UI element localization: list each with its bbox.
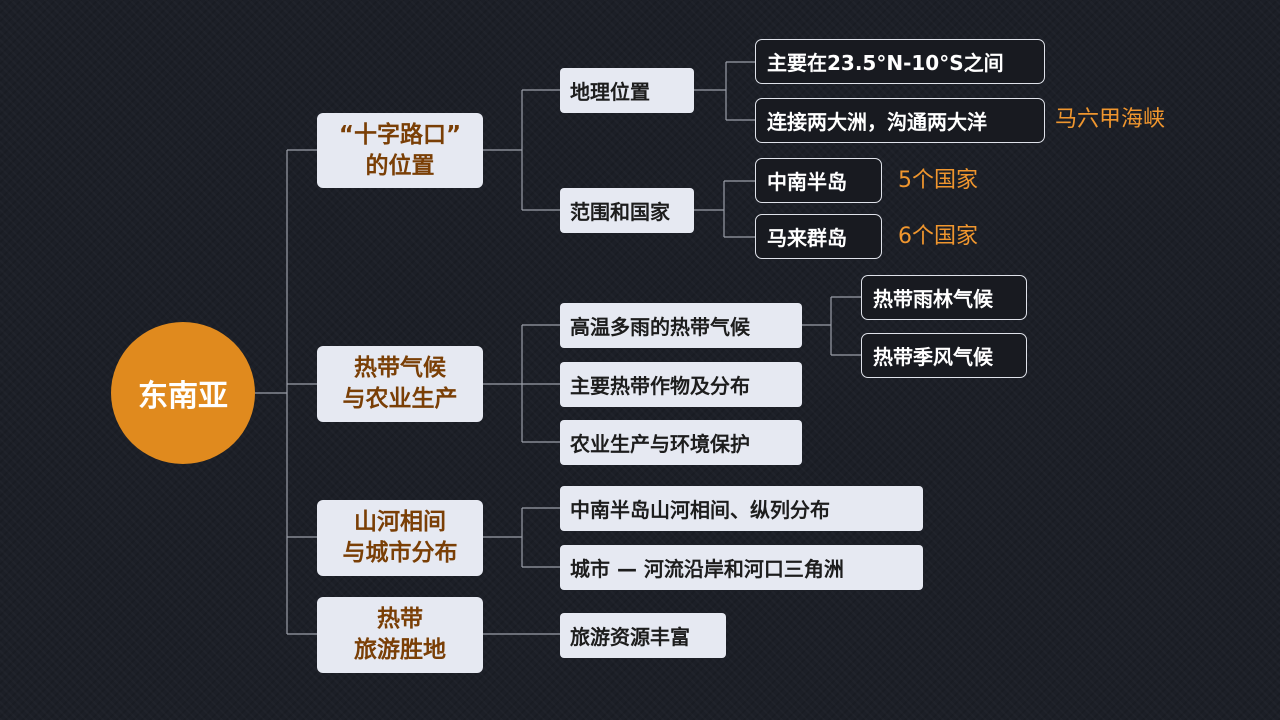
node-geographic-location: 地理位置: [560, 68, 694, 113]
node-city-distribution: 城市 — 河流沿岸和河口三角洲: [560, 545, 923, 590]
branch-title-line1: 山河相间: [354, 509, 446, 535]
branch-climate-agriculture: 热带气候 与农业生产: [317, 346, 483, 422]
note-malacca-strait: 马六甲海峡: [1055, 107, 1166, 132]
branch-crossroads-position: “十字路口” 的位置: [317, 113, 483, 188]
note-indochina-countries: 5个国家: [898, 168, 978, 193]
node-indochina-peninsula: 中南半岛: [755, 158, 882, 203]
node-agriculture-environment: 农业生产与环境保护: [560, 420, 802, 465]
branch-title-line2: 与城市分布: [342, 540, 458, 566]
branch-title-line2: 与农业生产: [342, 386, 458, 412]
note-malay-countries: 6个国家: [898, 224, 978, 249]
node-scope-and-countries: 范围和国家: [560, 188, 694, 233]
root-node: 东南亚: [111, 322, 255, 464]
node-monsoon-climate: 热带季风气候: [861, 333, 1027, 378]
node-tourism-resources: 旅游资源丰富: [560, 613, 726, 658]
branch-title-line1: 热带气候: [354, 355, 446, 381]
branch-title-line1: 热带: [377, 606, 423, 632]
node-rainforest-climate: 热带雨林气候: [861, 275, 1027, 320]
node-malay-archipelago: 马来群岛: [755, 214, 882, 259]
branch-title-line2: 旅游胜地: [354, 637, 446, 663]
node-connects-continents: 连接两大洲，沟通两大洋: [755, 98, 1045, 143]
node-tropical-climate: 高温多雨的热带气候: [560, 303, 802, 348]
node-tropical-crops: 主要热带作物及分布: [560, 362, 802, 407]
branch-title-line1: “十字路口”: [338, 121, 462, 148]
node-mountain-river-pattern: 中南半岛山河相间、纵列分布: [560, 486, 923, 531]
node-latitude-range: 主要在23.5°N-10°S之间: [755, 39, 1045, 84]
branch-tourism: 热带 旅游胜地: [317, 597, 483, 673]
branch-title-line2: 的位置: [365, 152, 435, 179]
branch-mountains-rivers-cities: 山河相间 与城市分布: [317, 500, 483, 576]
